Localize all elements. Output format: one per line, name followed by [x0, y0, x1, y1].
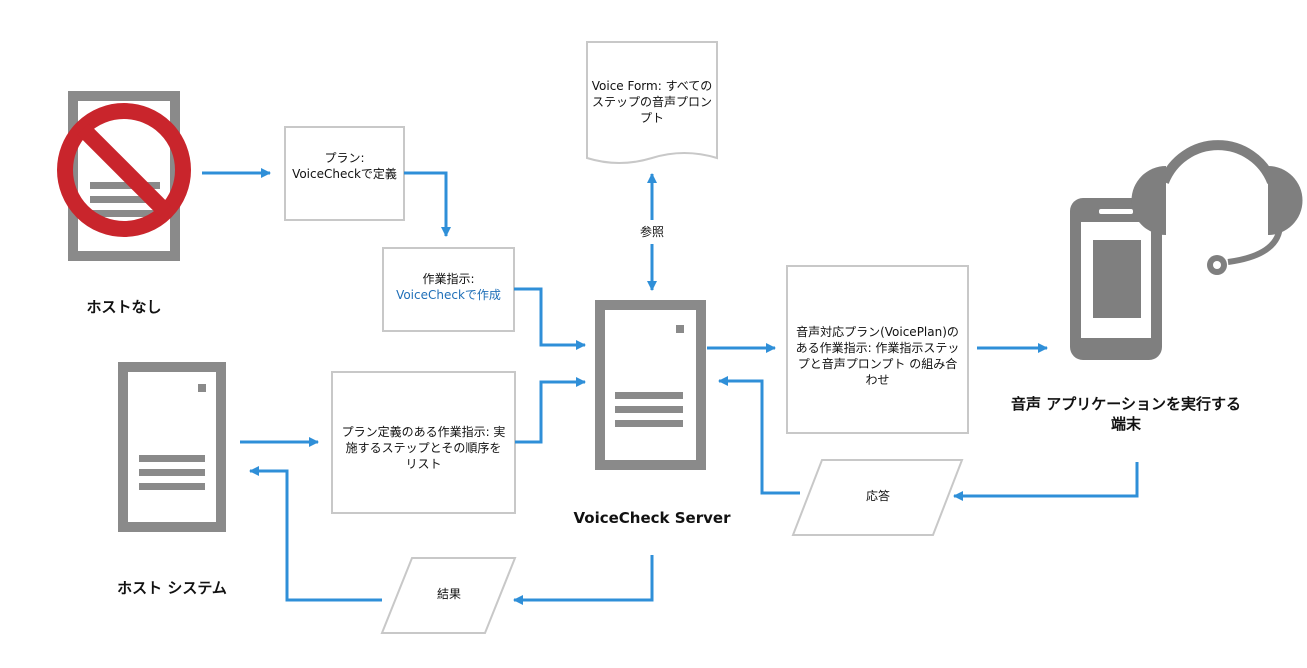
voice-form-document	[586, 41, 718, 164]
arrow-result-to-host	[249, 466, 382, 602]
prohibited-icon	[57, 103, 191, 237]
work-order-box	[382, 247, 515, 332]
no-host-label: ホストなし	[86, 298, 162, 316]
work-box-text: 作業指示: VoiceCheckで作成	[385, 271, 512, 303]
plan-box-text: プラン: VoiceCheckで定義	[287, 150, 402, 182]
arrow-server-to-result	[513, 555, 654, 605]
response-parallelogram	[791, 459, 964, 536]
voice-plan-text: 音声対応プラン(VoicePlan)のある作業指示: 作業指示ステップと音声プロ…	[795, 325, 960, 387]
headset-icon	[1131, 140, 1303, 275]
voicecheck-server-label: VoiceCheck Server	[573, 509, 731, 527]
plan-definition-text: プラン定義のある作業指示: 実施するステップとその順序をリスト	[341, 425, 506, 471]
voicecheck-server-icon	[595, 300, 706, 470]
arrows	[202, 168, 1139, 605]
work-box-line1: 作業指示:	[422, 272, 475, 286]
host-system-label: ホスト システム	[117, 579, 227, 597]
plan-box-line2: VoiceCheckで定義	[292, 167, 397, 181]
response-label: 応答	[865, 489, 890, 503]
arrow-plan-to-work	[404, 171, 451, 237]
device-label: 音声 アプリケーションを実行する端末	[1011, 395, 1241, 433]
plan-box-line1: プラン:	[324, 151, 365, 165]
arrow-plandef-to-server	[515, 377, 586, 444]
result-parallelogram	[380, 557, 517, 634]
reference-label: 参照	[639, 225, 664, 239]
mobile-device-icon	[1070, 198, 1162, 360]
arrow-device-to-response	[953, 462, 1139, 501]
arrow-response-to-server	[718, 376, 800, 495]
result-label: 結果	[436, 587, 461, 601]
arrow-work-to-server	[514, 287, 586, 350]
plan-box	[284, 126, 405, 221]
plan-definition-box	[331, 371, 516, 514]
work-box-line2: VoiceCheckで作成	[396, 288, 501, 302]
voice-plan-box	[786, 265, 969, 434]
host-server-icon	[118, 362, 226, 532]
voice-form-text: Voice Form: すべてのステップの音声プロンプト	[591, 79, 713, 125]
